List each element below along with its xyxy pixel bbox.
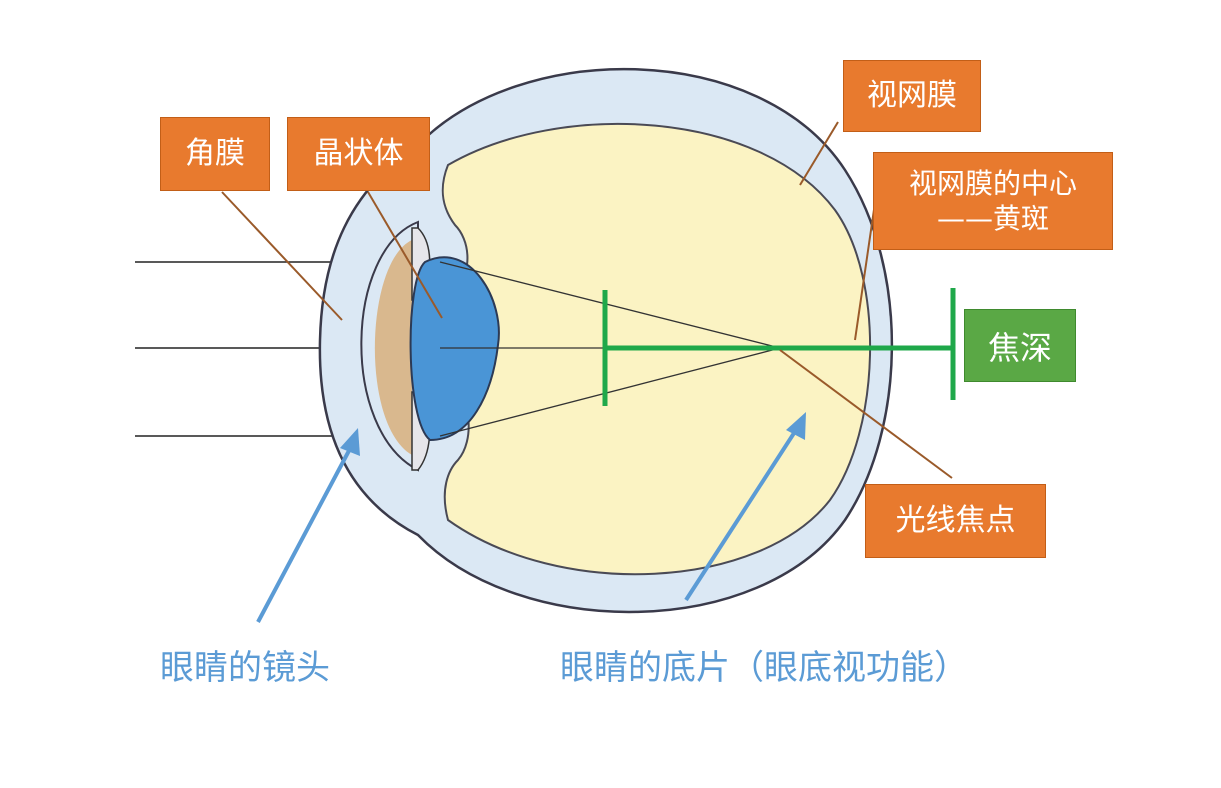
label-retina: 视网膜: [843, 60, 981, 132]
arrow-lens-shaft: [256, 444, 354, 623]
anterior-chamber: [374, 240, 412, 455]
caption-eye-lens: 眼睛的镜头: [160, 648, 330, 688]
arrow-film-head: [786, 412, 806, 440]
leader-lens: [367, 191, 443, 319]
label-macula-line2: ——黄斑: [936, 202, 1049, 235]
arrow-lens-head: [340, 428, 360, 456]
leader-cornea: [221, 191, 343, 321]
label-focal-point: 光线焦点: [865, 484, 1046, 558]
leader-retina: [799, 121, 839, 186]
label-macula: 视网膜的中心 ——黄斑: [873, 152, 1113, 250]
arrow-film-shaft: [684, 428, 798, 602]
refracted-ray-bottom: [439, 347, 781, 437]
label-macula-line1: 视网膜的中心: [908, 167, 1077, 200]
refracted-ray-top: [439, 261, 781, 349]
label-cornea: 角膜: [160, 117, 270, 191]
leader-focal-point: [779, 349, 953, 479]
caption-eye-film: 眼睛的底片（眼底视功能）: [560, 648, 968, 688]
label-lens: 晶状体: [287, 117, 430, 191]
label-depth-of-focus: 焦深: [964, 309, 1076, 382]
